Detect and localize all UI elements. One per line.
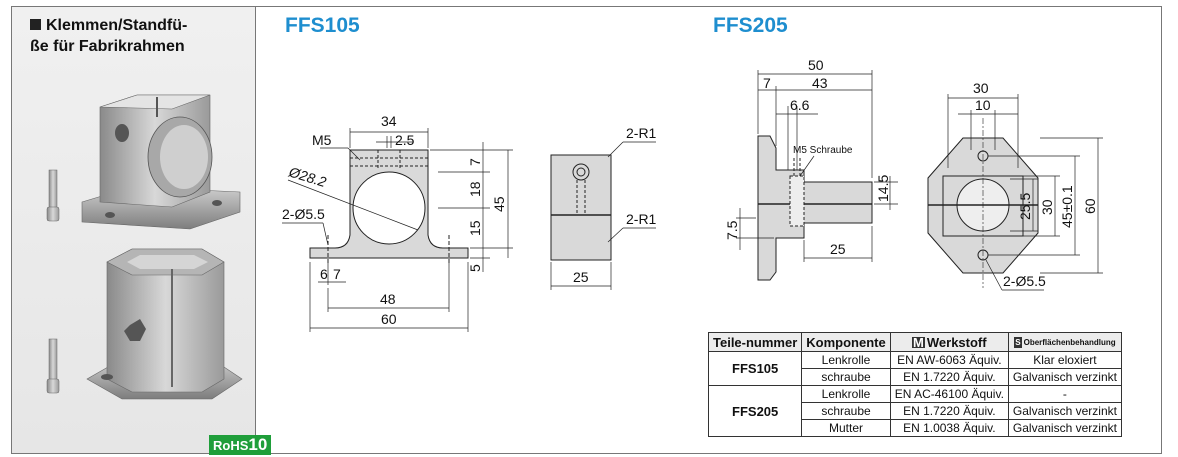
dim-7-bottom: 7	[333, 266, 341, 282]
label-m5-screw: M5 Schraube	[793, 145, 853, 156]
col-header-part: Teile-nummer	[707, 332, 803, 352]
col-header-component: Komponente	[801, 332, 891, 352]
dim-18: 18	[467, 181, 483, 197]
title-line-1: Klemmen/Standfü-	[46, 17, 188, 34]
material-cell: EN 1.7220 Äquiv.	[889, 402, 1009, 420]
product-title: Klemmen/Standfü- ße für Fabrikrahmen	[30, 15, 260, 57]
dim-30-right: 30	[1039, 199, 1055, 215]
dim-34: 34	[381, 113, 397, 129]
rohs-badge: RoHS10	[209, 435, 272, 455]
dim-45-tol: 45±0.1	[1059, 185, 1075, 228]
dim-30-top: 30	[973, 80, 989, 96]
dim-15: 15	[467, 220, 483, 236]
component-cell: Lenkrolle	[801, 385, 891, 403]
dim-48: 48	[380, 291, 396, 307]
part-number-cell: FFS105	[707, 351, 803, 386]
dim-7-ffs205: 7	[763, 75, 771, 91]
material-cell: EN AW-6063 Äquiv.	[889, 351, 1009, 369]
product-photos	[46, 94, 243, 400]
material-badge-icon: M	[912, 334, 925, 350]
component-cell: Lenkrolle	[801, 351, 891, 369]
dim-43: 43	[812, 75, 828, 91]
label-m5: M5	[312, 132, 332, 148]
dim-45: 45	[491, 196, 507, 212]
table-row: FFS105 Lenkrolle EN AW-6063 Äquiv. Klar …	[707, 351, 1122, 386]
dim-25-side: 25	[573, 269, 589, 285]
ffs105-header: FFS105	[285, 14, 360, 37]
label-hole-ffs105: 2-Ø5.5	[282, 206, 325, 222]
dim-10: 10	[975, 97, 991, 113]
dim-25-5: 25.5	[1017, 193, 1033, 220]
dim-5: 5	[467, 264, 483, 272]
dim-7-right: 7	[467, 158, 483, 166]
dim-25-ffs205: 25	[830, 241, 846, 257]
dim-60: 60	[381, 311, 397, 327]
side-view-body	[550, 154, 612, 261]
label-r1-bottom: 2-R1	[626, 211, 657, 227]
screw-photo-1	[46, 169, 60, 222]
ffs205-drawing: 50 7 43 6.6 M5 Schraube 7.5 25 14.5 30 1…	[724, 58, 1103, 291]
table-row: Mutter EN 1.0038 Äquiv. Galvanisch verzi…	[709, 419, 1122, 437]
finish-cell: Galvanisch verzinkt	[1007, 419, 1122, 437]
component-cell: schraube	[801, 402, 891, 420]
ffs105-drawing: 34 2.5 M5 Ø28.2 2-Ø5.5 6 7 48 60 7 18 15…	[282, 113, 657, 332]
finish-cell: Galvanisch verzinkt	[1007, 368, 1122, 386]
material-cell: EN 1.7220 Äquiv.	[889, 368, 1009, 386]
dim-2-5: 2.5	[395, 132, 415, 148]
dim-6-6: 6.6	[790, 97, 810, 113]
side-view-ffs205	[757, 135, 873, 281]
clamp-ffs105-photo	[81, 94, 241, 230]
outer-frame	[11, 6, 1162, 454]
dim-7-5: 7.5	[724, 220, 740, 240]
dim-14-5: 14.5	[875, 175, 891, 202]
table-row: FFS205 Lenkrolle EN AC-46100 Äquiv. -	[707, 385, 1122, 437]
label-r1-top: 2-R1	[626, 125, 657, 141]
part-number-cell: FFS205	[707, 385, 803, 437]
product-panel: Klemmen/Standfü- ße für Fabrikrahmen	[12, 7, 272, 455]
label-hole-ffs205: 2-Ø5.5	[1003, 273, 1046, 289]
dim-50: 50	[808, 58, 824, 73]
component-cell: Mutter	[801, 419, 891, 437]
finish-cell: -	[1007, 385, 1122, 403]
finish-cell: Galvanisch verzinkt	[1007, 402, 1122, 420]
finish-badge-icon: S	[1014, 336, 1022, 348]
title-line-2: ße für Fabrikrahmen	[30, 38, 185, 55]
ffs205-header: FFS205	[713, 14, 788, 37]
clamp-ffs205-photo	[86, 248, 243, 400]
label-phi28: Ø28.2	[286, 163, 328, 190]
dim-6: 6	[320, 266, 328, 282]
finish-cell: Klar eloxiert	[1007, 351, 1122, 369]
square-bullet-icon	[30, 19, 41, 30]
front-view-bore	[352, 171, 426, 245]
screw-photo-2	[46, 338, 60, 394]
component-cell: schraube	[801, 368, 891, 386]
dim-60-ffs205: 60	[1082, 198, 1098, 214]
material-cell: EN 1.0038 Äquiv.	[889, 419, 1009, 437]
material-cell: EN AC-46100 Äquiv.	[889, 385, 1009, 403]
